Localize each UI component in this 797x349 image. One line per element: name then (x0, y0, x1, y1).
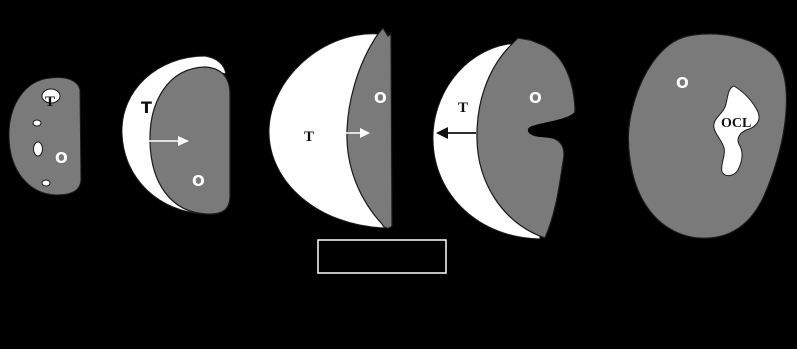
stage-5-label-o: O (676, 74, 689, 92)
stage-3-label-t: T (304, 129, 314, 145)
stage-1-hole-small-b (42, 180, 50, 186)
stage-3-label-o: O (374, 89, 387, 107)
stage-1-label-o: O (55, 149, 68, 167)
stage-2-label-o: O (192, 172, 205, 190)
stage-1-hole-small-a (33, 120, 41, 126)
stage-2-label-t: T (141, 98, 152, 117)
stage-1-label-t: T (45, 94, 55, 110)
stage-1-hole-oval (34, 142, 43, 156)
stage-4-label-t: T (458, 100, 468, 116)
stage-5-label-ocl: OCL (721, 116, 751, 131)
stage-4-label-o: O (529, 89, 542, 107)
